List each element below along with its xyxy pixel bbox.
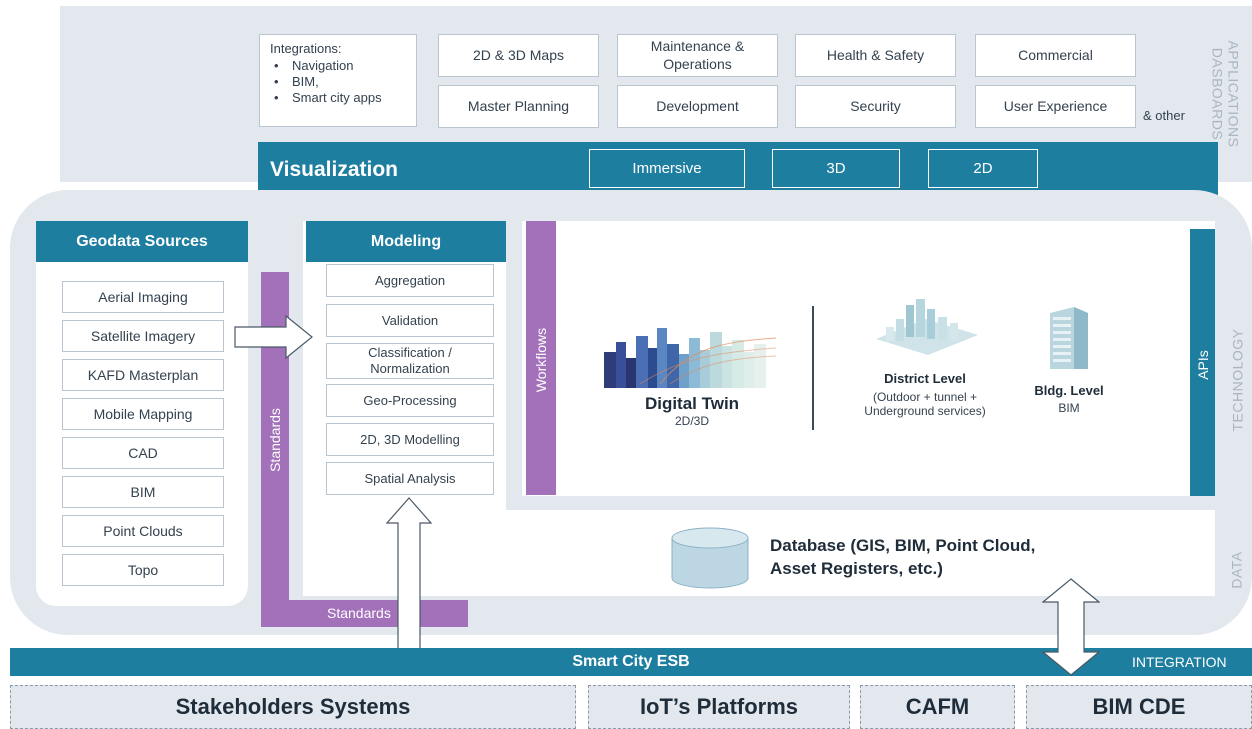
integration-side-label: INTEGRATION	[1132, 654, 1227, 670]
building-level-subtitle: BIM	[1058, 401, 1080, 415]
district-level-title: District Level	[884, 371, 966, 386]
apis-label: APIs	[1194, 350, 1211, 380]
modeling-item: Spatial Analysis	[326, 462, 494, 495]
modeling-header: Modeling	[306, 221, 506, 262]
geodata-header: Geodata Sources	[36, 221, 248, 262]
technology-side-label-wrap: TECHNOLOGY	[1222, 300, 1252, 460]
arrow-right-icon	[234, 314, 313, 360]
geodata-item: Mobile Mapping	[62, 398, 224, 430]
geodata-item: Topo	[62, 554, 224, 586]
modeling-item: Geo-Processing	[326, 384, 494, 417]
modeling-item: Aggregation	[326, 264, 494, 297]
arrow-up-icon	[386, 497, 432, 665]
workflows-label-wrap: Workflows	[526, 300, 556, 420]
standards-horizontal-label: Standards	[327, 605, 391, 621]
district-city-icon	[876, 299, 978, 355]
geodata-item: CAD	[62, 437, 224, 469]
database-label: Database (GIS, BIM, Point Cloud, Asset R…	[770, 536, 1036, 578]
workflows-label: Workflows	[533, 327, 549, 393]
viz-box-3d: 3D	[772, 149, 900, 188]
geodata-item: Point Clouds	[62, 515, 224, 547]
stakeholders-systems-box: Stakeholders Systems	[10, 685, 576, 729]
integrations-list: Navigation BIM, Smart city apps	[270, 58, 406, 106]
bim-cde-box: BIM CDE	[1026, 685, 1252, 729]
modeling-item: 2D, 3D Modelling	[326, 423, 494, 456]
standards-vertical-label-wrap: Standards	[261, 380, 289, 500]
integrations-item: Navigation	[270, 58, 406, 74]
viz-box-2d: 2D	[928, 149, 1038, 188]
geodata-item: Satellite Imagery	[62, 320, 224, 352]
integrations-box: Integrations: Navigation BIM, Smart city…	[259, 34, 417, 127]
building-icon	[1050, 307, 1088, 369]
app-box-development: Development	[617, 85, 778, 128]
side-label-dashboards: DASBOARDS	[1209, 47, 1226, 141]
modeling-item: Classification / Normalization	[326, 343, 494, 379]
side-label-data: DATA	[1229, 551, 1246, 589]
side-label-technology: TECHNOLOGY	[1229, 328, 1246, 432]
geodata-panel	[36, 262, 248, 606]
apis-label-wrap: APIs	[1190, 330, 1215, 400]
data-side-label-wrap: DATA	[1222, 520, 1252, 620]
city-skyline-icon	[604, 328, 777, 388]
workflows-bar	[526, 221, 556, 495]
app-box-health-safety: Health & Safety	[795, 34, 956, 77]
app-box-maps: 2D & 3D Maps	[438, 34, 599, 77]
apps-other-label: & other	[1143, 108, 1185, 123]
double-arrow-icon	[1042, 578, 1100, 676]
inner-divider-left	[506, 210, 522, 505]
smart-city-esb-title: Smart City ESB	[572, 653, 690, 670]
iot-platforms-box: IoT’s Platforms	[588, 685, 850, 729]
visualization-title: Visualization	[270, 158, 398, 181]
geodata-item: KAFD Masterplan	[62, 359, 224, 391]
inner-divider-bottom	[506, 496, 1222, 510]
district-level-subtitle: (Outdoor + tunnel + Underground services…	[864, 390, 986, 418]
integrations-item: Smart city apps	[270, 90, 406, 106]
integrations-item: BIM,	[270, 74, 406, 90]
geodata-item: BIM	[62, 476, 224, 508]
viz-box-immersive: Immersive	[589, 149, 745, 188]
digital-twin-subtitle: 2D/3D	[674, 414, 709, 428]
app-box-user-experience: User Experience	[975, 85, 1136, 128]
app-box-maintenance: Maintenance & Operations	[617, 34, 778, 77]
geodata-item: Aerial Imaging	[62, 281, 224, 313]
app-box-master-planning: Master Planning	[438, 85, 599, 128]
digital-twin-title: Digital Twin	[644, 394, 740, 413]
integrations-title: Integrations:	[270, 41, 342, 56]
side-label-applications: APPLICATIONS	[1225, 40, 1242, 148]
inner-divider-top	[506, 210, 1222, 220]
modeling-item: Validation	[326, 304, 494, 337]
standards-horizontal-bar	[261, 600, 468, 627]
database-icon	[671, 527, 749, 589]
building-level-title: Bldg. Level	[1034, 383, 1104, 398]
standards-vertical-label: Standards	[267, 408, 284, 472]
apis-bar	[1190, 229, 1215, 496]
app-box-commercial: Commercial	[975, 34, 1136, 77]
cafm-box: CAFM	[860, 685, 1015, 729]
visualization-bar	[258, 142, 1218, 195]
vertical-divider	[812, 306, 814, 430]
app-box-security: Security	[795, 85, 956, 128]
